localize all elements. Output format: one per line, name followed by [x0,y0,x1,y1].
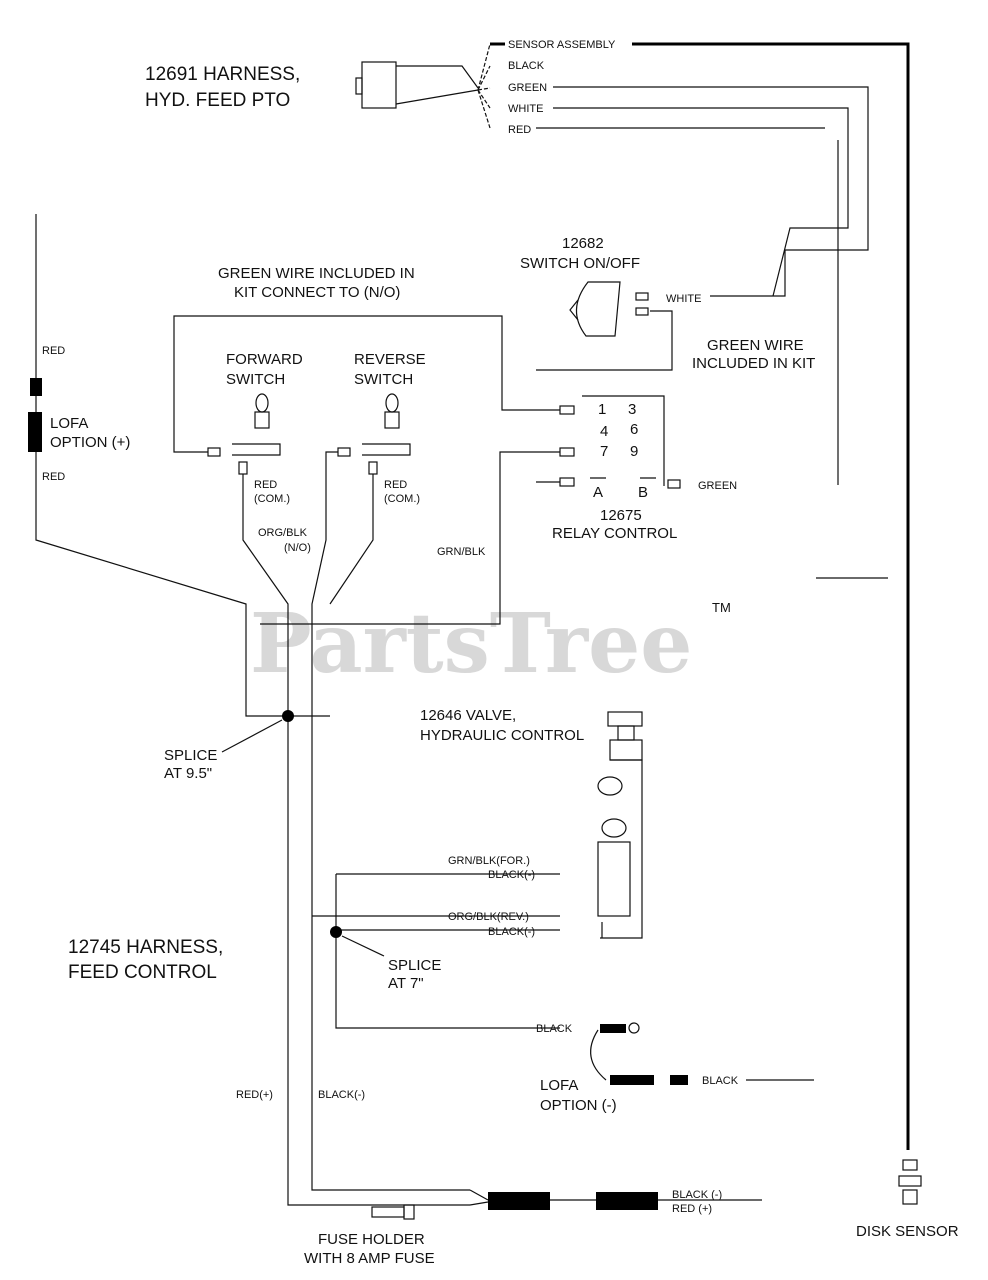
splice-bottom-2: AT 7" [388,975,424,992]
relay-pin-6: 6 [630,421,638,438]
grn-blk-label: GRN/BLK [437,546,486,558]
switch-onoff-body [569,281,649,337]
harness-pto-title-1: 12691 HARNESS, [145,64,300,85]
reverse-com-label: (COM.) [384,493,420,505]
splice-dot-bottom [330,926,342,938]
relay-pin-1: 1 [598,401,606,418]
lofa-minus-black-top: BLACK [536,1023,573,1035]
red-com-main-wire [242,474,470,1206]
relay-pin-7: 7 [600,443,608,460]
valve-black-wire [335,873,560,1029]
forward-switch [207,393,281,475]
lofa-minus-block-2 [670,1075,688,1085]
harness-feed-title-1: 12745 HARNESS, [68,937,223,958]
white-wire [553,107,849,297]
lofa-plus-title-2: OPTION (+) [50,434,130,451]
black-minus-label: BLACK(-) [318,1089,365,1101]
valve-number: 12646 VALVE, [420,707,516,724]
green-wire-kit-right-2: INCLUDED IN KIT [692,355,815,372]
relay-green-label: GREEN [698,480,737,492]
valve-wire-grn-blk: GRN/BLK(FOR.) [448,855,530,867]
relay-title: RELAY CONTROL [552,525,677,542]
relay-body [536,395,681,489]
green-wire-kit-top-2: KIT CONNECT TO (N/O) [234,284,400,301]
lofa-minus-ring [628,1022,640,1034]
green-wire-kit-right-1: GREEN WIRE [707,337,804,354]
lofa-plus-title-1: LOFA [50,415,88,432]
grn-blk-wire [260,451,560,625]
valve-feed-wires [312,915,560,931]
lofa-plus-connector [30,378,42,396]
valve-title: HYDRAULIC CONTROL [420,727,584,744]
relay-pin-a: A [593,484,603,501]
green-loop-wire [173,315,560,453]
output-connector-1 [488,1192,550,1210]
lofa-minus-title-1: LOFA [540,1077,578,1094]
splice-top-2: AT 9.5" [164,765,212,782]
switch-green-wire [536,310,673,371]
splice-top-leader [221,719,283,753]
wire-label-red: RED [508,124,531,136]
valve-wire-org-blk: ORG/BLK(REV.) [448,911,529,923]
splice-top-1: SPLICE [164,747,217,764]
switch-white-label: WHITE [666,293,701,305]
valve-wire-black-1: BLACK(-) [488,869,535,881]
green-wire [553,86,869,297]
lofa-minus-loop [590,1029,607,1081]
lofa-minus-block-1 [610,1075,654,1085]
out-red-label: RED (+) [672,1203,712,1215]
out-black-label: BLACK (-) [672,1189,722,1201]
splice-bottom-leader [341,935,385,957]
lofa-minus-ring-terminal [600,1024,626,1033]
disk-sensor-label: DISK SENSOR [856,1223,959,1240]
relay-pin-4: 4 [600,423,608,440]
lofa-minus-title-2: OPTION (-) [540,1097,617,1114]
relay-pin-b: B [638,484,648,501]
output-connector-2 [596,1192,658,1210]
fuse-holder-2: WITH 8 AMP FUSE [304,1250,435,1267]
reverse-switch-label-2: SWITCH [354,371,413,388]
valve-body [597,711,643,939]
wire-label-green: GREEN [508,82,547,94]
relay-pin-3: 3 [628,401,636,418]
org-blk-no-wire [311,451,470,1191]
watermark-tm: TM [712,600,731,615]
forward-com-label: (COM.) [254,493,290,505]
harness-feed-title-2: FEED CONTROL [68,962,217,983]
reverse-com-wire [329,474,374,605]
relay-pin-9: 9 [630,443,638,460]
org-blk-label: ORG/BLK [258,527,308,539]
relay-number: 12675 [600,507,642,524]
reverse-com-red: RED [384,479,407,491]
wire-label-white: WHITE [508,103,543,115]
forward-com-red: RED [254,479,277,491]
reverse-switch-label-1: REVERSE [354,351,426,368]
pto-connector [355,61,479,109]
fuse-holder-1: FUSE HOLDER [318,1231,425,1248]
forward-switch-label-2: SWITCH [226,371,285,388]
fuse-holder [371,1204,415,1220]
lofa-plus-red-bottom: RED [42,471,65,483]
red-plus-label: RED(+) [236,1089,273,1101]
watermark: PartsTree [250,596,692,692]
splice-bottom-1: SPLICE [388,957,441,974]
switch-onoff-label: SWITCH ON/OFF [520,255,640,272]
org-blk-no-label: (N/O) [284,542,311,554]
wire-label-black: BLACK [508,60,545,72]
disk-sensor [898,1159,922,1205]
switch-onoff-number: 12682 [562,235,604,252]
wire-label-sensor-assembly: SENSOR ASSEMBLY [508,39,616,51]
harness-pto-title-2: HYD. FEED PTO [145,90,290,111]
lofa-minus-black-right: BLACK [702,1075,739,1087]
lofa-plus-block [28,412,42,452]
output-junction [469,1189,489,1206]
lofa-plus-red-top: RED [42,345,65,357]
forward-switch-label-1: FORWARD [226,351,303,368]
valve-wire-black-2: BLACK(-) [488,926,535,938]
green-wire-kit-top-1: GREEN WIRE INCLUDED IN [218,265,415,282]
splice-dot-top [282,710,294,722]
reverse-switch [337,393,411,475]
sensor-wire [632,42,910,1150]
